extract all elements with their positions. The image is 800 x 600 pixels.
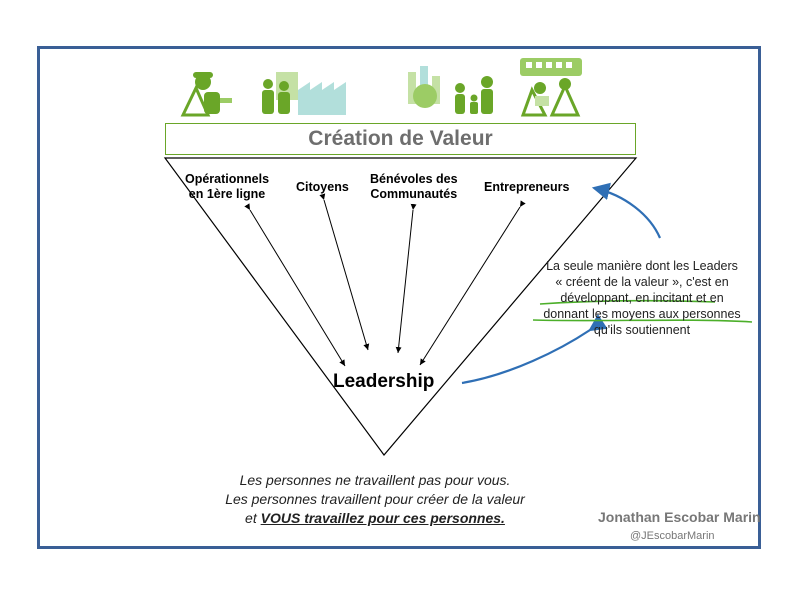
title-banner: Création de Valeur (165, 123, 636, 155)
engineer-icon (180, 72, 232, 117)
author-handle: @JEscobarMarin (630, 530, 715, 542)
group-label-citoyens: Citoyens (296, 180, 349, 194)
group-label-operationnels: Opérationnels en 1ère ligne (185, 172, 270, 201)
highlight-underline-1 (539, 299, 716, 305)
annotation-arrow-top (591, 182, 662, 239)
group-label-entrepreneurs: Entrepreneurs (484, 180, 570, 194)
arrow-citoyens (319, 193, 370, 351)
arrow-operationnels (244, 203, 346, 367)
factory-workers-icon (262, 72, 346, 115)
family-city-icon (408, 66, 493, 114)
emphasis-text: VOUS travaillez pour ces personnes. (260, 510, 505, 526)
arrow-benevoles (395, 203, 417, 354)
group-label-benevoles: Bénévoles des Communautés (370, 172, 458, 201)
title-text: Création de Valeur (308, 127, 493, 150)
annotation-note: La seule manière dont les Leaders « crée… (543, 259, 741, 337)
train-people-icon (520, 58, 582, 117)
leadership-label: Leadership (333, 371, 435, 392)
bottom-message: Les personnes ne travaillent pas pour vo… (225, 472, 525, 526)
author-name: Jonathan Escobar Marin (598, 509, 761, 525)
arrow-entrepreneurs (419, 200, 526, 366)
diagram-frame (37, 46, 761, 549)
annotation-arrow-bottom (461, 314, 608, 385)
highlight-underline-2 (532, 319, 753, 323)
